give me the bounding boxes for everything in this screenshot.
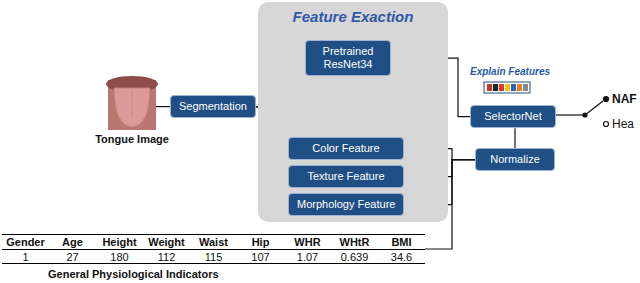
table-header: WHR xyxy=(284,235,331,250)
table-cell: 107 xyxy=(237,250,284,265)
box-label: Pretrained ResNet34 xyxy=(323,45,374,70)
box-label: Morphology Feature xyxy=(297,198,395,210)
tongue-groove xyxy=(132,92,133,118)
table-cell: 1 xyxy=(2,250,49,265)
output-label: Hea xyxy=(612,117,634,131)
table-cell: 180 xyxy=(96,250,143,265)
process-box: Segmentation xyxy=(170,95,256,118)
tongue-shape xyxy=(114,88,150,127)
table-header: Waist xyxy=(190,235,237,250)
group-panel: Feature ExactionPretrained ResNet34Color… xyxy=(258,2,448,222)
bar-stripe xyxy=(523,84,528,91)
table-cell: 27 xyxy=(49,250,96,265)
bar-stripe xyxy=(517,84,522,91)
caption: Tongue Image xyxy=(88,133,176,145)
table-cell: 0.639 xyxy=(331,250,378,265)
switch-contact xyxy=(604,122,609,127)
data-table: General Physiological IndicatorsGenderAg… xyxy=(2,234,425,264)
image-node: Tongue Image xyxy=(108,80,156,130)
box-label: Segmentation xyxy=(179,100,247,112)
process-box: SelectorNet xyxy=(470,105,556,128)
table-header: Weight xyxy=(143,235,190,250)
table-header: Hip xyxy=(237,235,284,250)
table-header: Height xyxy=(96,235,143,250)
feature-box: Texture Feature xyxy=(288,165,404,188)
box-label: SelectorNet xyxy=(484,110,541,122)
box-label: Color Feature xyxy=(312,142,379,154)
table-header: BMI xyxy=(378,235,425,250)
tongue-photo xyxy=(106,76,158,130)
legend-caption: Explain Features xyxy=(470,66,550,77)
process-box: Normalize xyxy=(475,148,555,171)
table-cell: 115 xyxy=(190,250,237,265)
table-cell: 1.07 xyxy=(284,250,331,265)
feature-box: Color Feature xyxy=(288,137,404,160)
box-label: Normalize xyxy=(490,153,540,165)
bar-stripe xyxy=(505,84,510,91)
output-wire xyxy=(556,114,585,115)
table-header: Gender xyxy=(2,235,49,250)
caption: General Physiological Indicators xyxy=(48,268,219,280)
bar-frame xyxy=(484,82,530,93)
panel-title: Feature Exaction xyxy=(258,8,448,25)
bar-stripe xyxy=(487,84,492,91)
box-label: Texture Feature xyxy=(307,170,384,182)
output-switch xyxy=(556,97,609,127)
photo-ground xyxy=(108,80,156,130)
table-cell: 112 xyxy=(143,250,190,265)
switch-contact xyxy=(604,97,609,102)
feature-box: Morphology Feature xyxy=(288,193,404,216)
bar-stripe xyxy=(499,84,504,91)
bar-stripe xyxy=(493,84,498,91)
output-label: NAF xyxy=(612,92,637,106)
connector xyxy=(156,106,170,107)
process-box: Pretrained ResNet34 xyxy=(305,40,391,76)
table-header: Age xyxy=(49,235,96,250)
explain-bar xyxy=(484,82,530,93)
table-header: WHtR xyxy=(331,235,378,250)
connector xyxy=(514,128,515,148)
table-cell: 34.6 xyxy=(378,250,425,265)
bar-stripe xyxy=(511,84,516,91)
switch-lever xyxy=(585,101,603,115)
